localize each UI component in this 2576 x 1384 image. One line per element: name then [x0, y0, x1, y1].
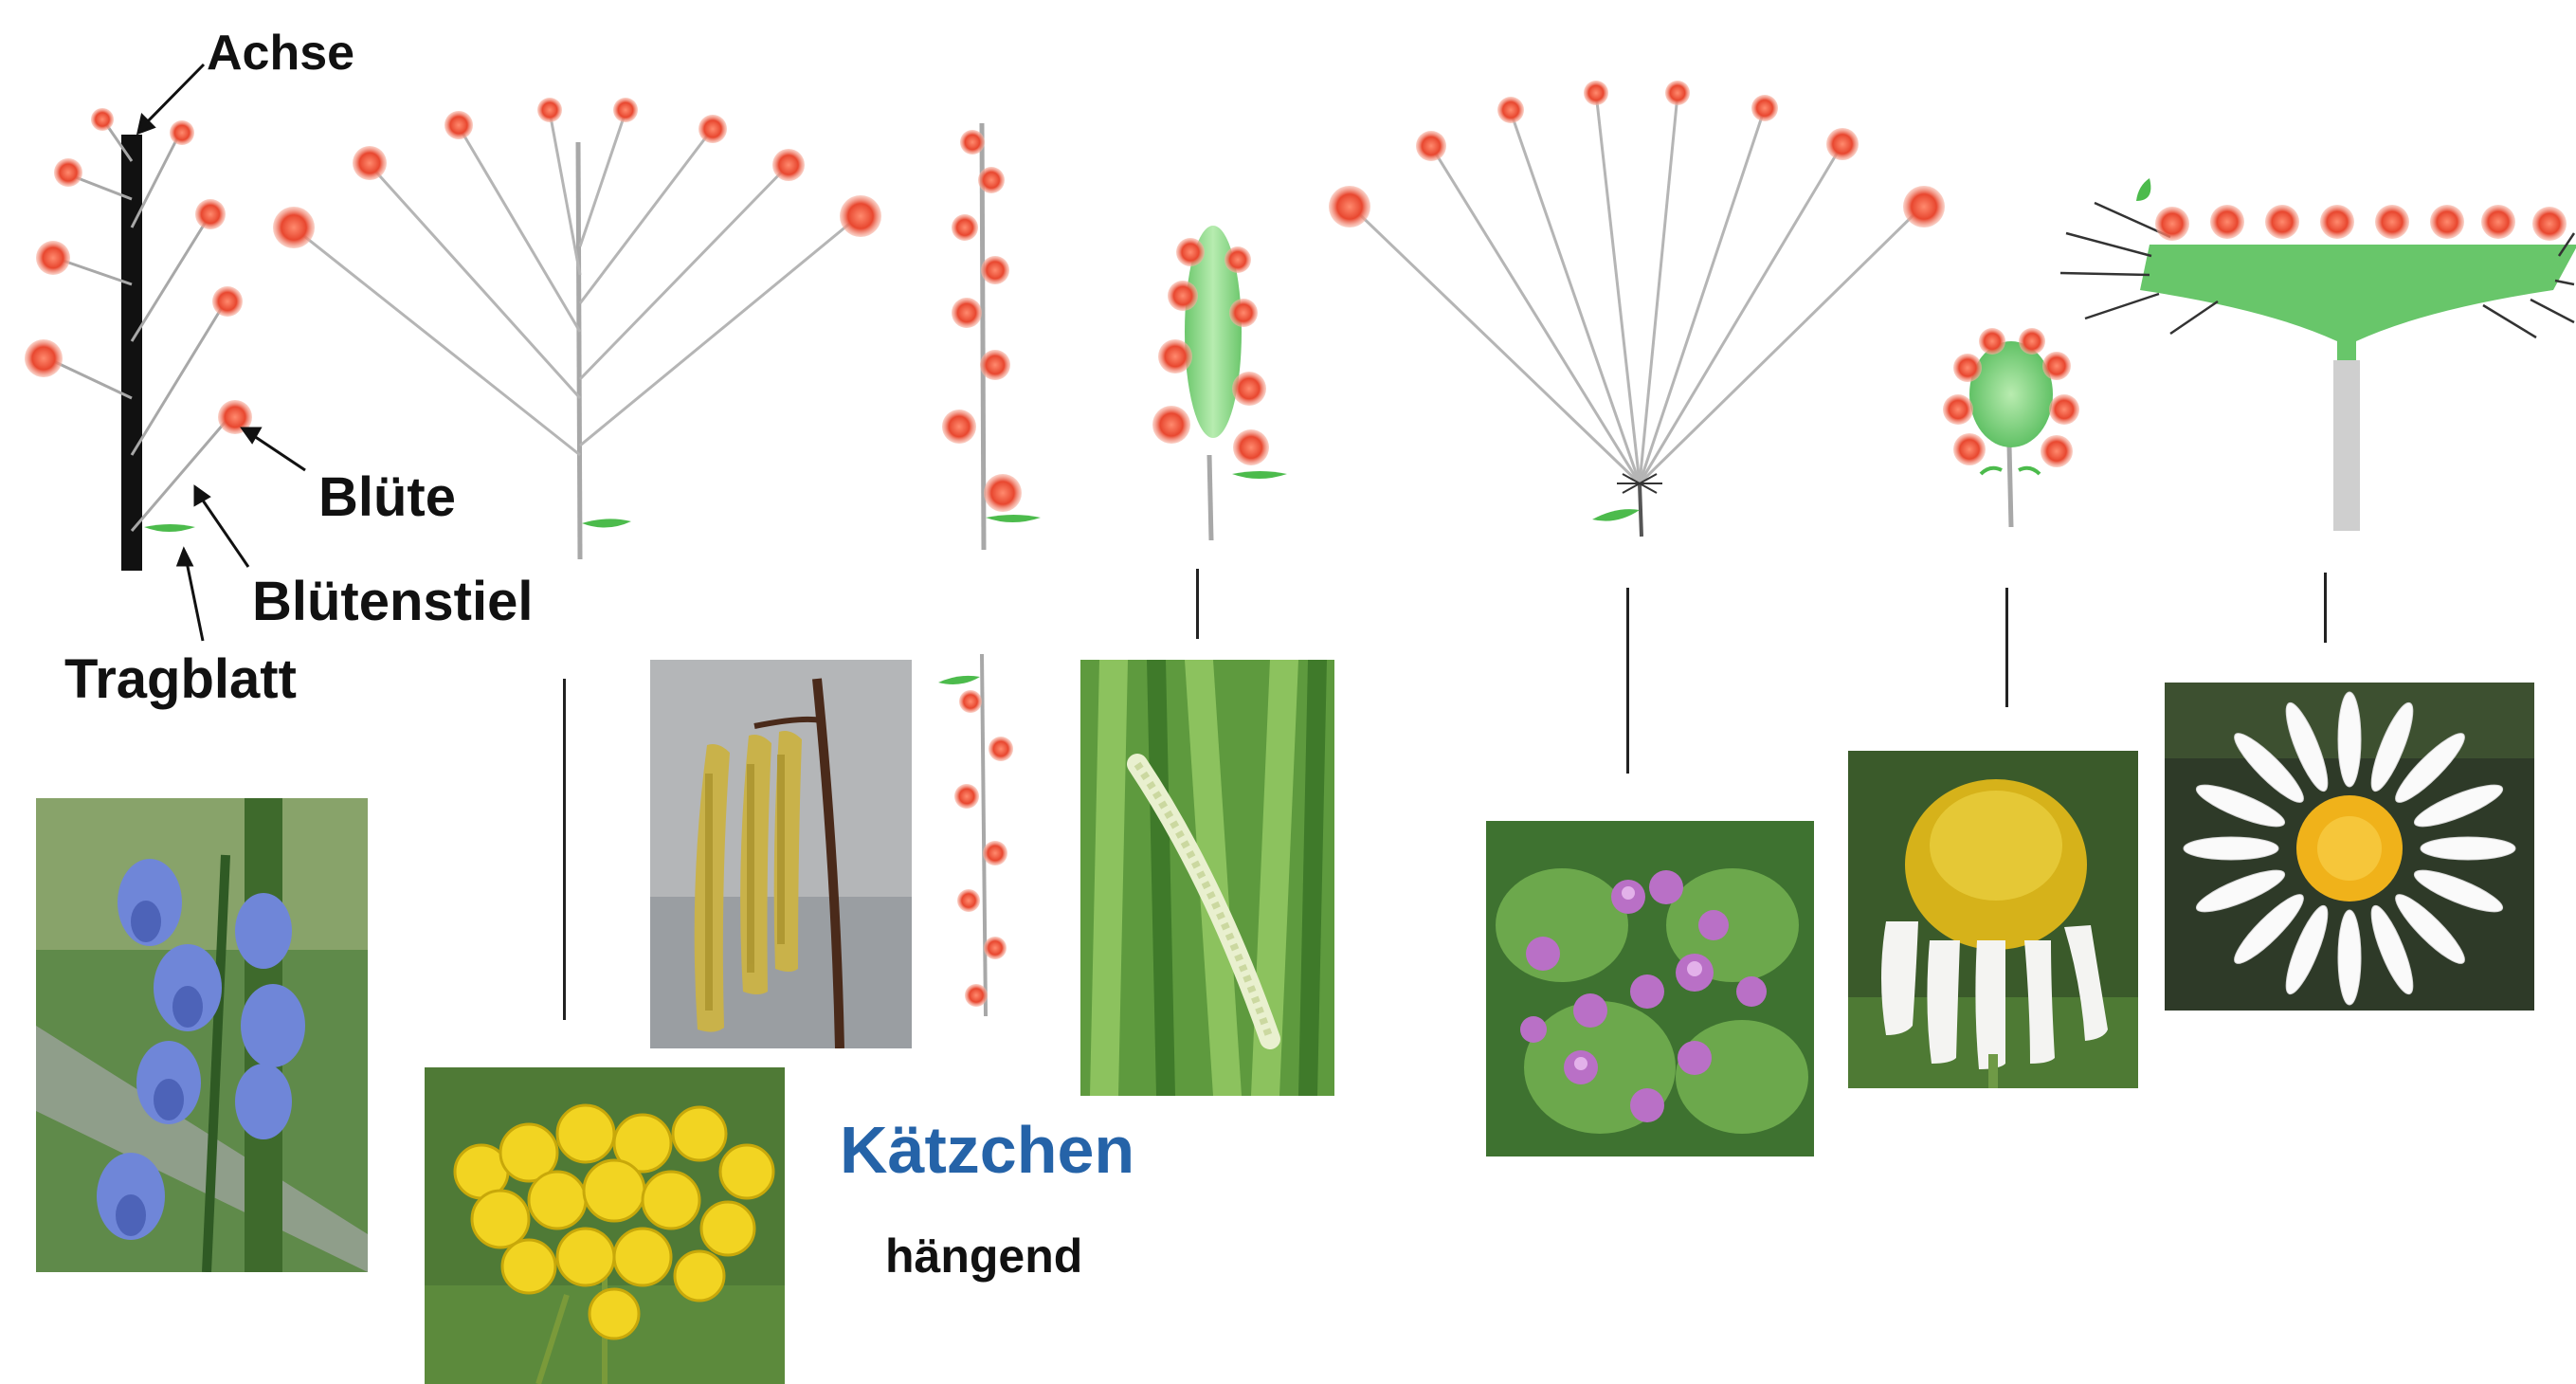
clover-photo: [1486, 821, 1814, 1156]
tansy-photo: [425, 1067, 785, 1384]
main-axis: [121, 135, 142, 571]
raceme-schematic: [25, 64, 305, 641]
label-haengend: hängend: [885, 1232, 1082, 1280]
daisy-photo: [2165, 683, 2534, 1011]
spadix-schematic: [1152, 226, 1287, 540]
label-tragblatt: Tragblatt: [64, 652, 297, 707]
label-kaetzchen: Kätzchen: [840, 1117, 1134, 1183]
flat-head-schematic: [2060, 178, 2576, 531]
label-bluetenstiel: Blütenstiel: [252, 574, 534, 629]
label-achse: Achse: [207, 28, 354, 78]
connector-capitulum: [2005, 588, 2008, 707]
spike-schematic: [942, 123, 1041, 550]
connector-umbel: [1626, 588, 1629, 774]
connector-flat-head: [2324, 573, 2327, 643]
chamomile-photo: [1848, 751, 2138, 1088]
hazel-catkin-photo: [650, 660, 912, 1048]
connector-panicle: [563, 679, 566, 1020]
umbel-schematic: [1329, 81, 1945, 537]
catkin-schematic: [938, 654, 1013, 1016]
plantain-spike-photo: [1080, 660, 1334, 1096]
bract: [144, 524, 195, 532]
connector-spadix: [1196, 569, 1199, 639]
capitulum-schematic: [1943, 328, 2079, 527]
label-bluete: Blüte: [318, 470, 456, 525]
bluebell-photo: [36, 798, 368, 1272]
